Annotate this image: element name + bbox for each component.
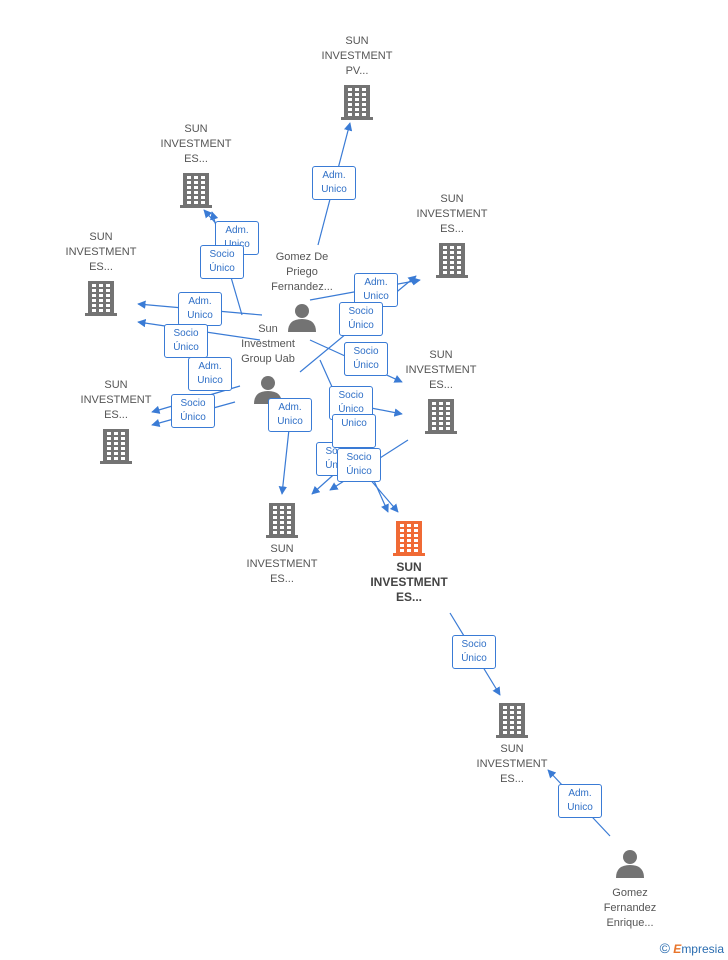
building-icon-es_main[interactable] [393,521,425,556]
node-label-es_b[interactable]: SUN INVESTMENT ES... [416,193,488,235]
edge-label-15[interactable]: Socio Único [452,635,496,669]
edge-label-14[interactable]: Socio Único [337,448,381,482]
edge-label-3[interactable]: Adm. Unico [178,292,222,326]
node-label-es_g[interactable]: SUN INVESTMENT ES... [476,743,548,785]
building-icon-es_g[interactable] [496,703,528,738]
node-label-gomez_p[interactable]: Gomez De Priego Fernandez... [271,251,333,293]
edge-label-0[interactable]: Adm. Unico [312,166,356,200]
node-label-es_e[interactable]: SUN INVESTMENT ES... [80,379,152,421]
edge-line-11 [278,419,291,495]
edge-label-13[interactable]: Unico [332,414,376,448]
edge-label-4[interactable]: Socio Único [164,324,208,358]
edge-label-6[interactable]: Socio Único [171,394,215,428]
node-label-gomez_f[interactable]: Gomez Fernandez Enrique... [603,887,657,929]
node-label-uab[interactable]: Sun Investment Group Uab [241,323,295,365]
building-icon-es_f[interactable] [266,503,298,538]
edge-label-17[interactable]: Adm. Unico [558,784,602,818]
empresia-watermark[interactable]: © Empresia [660,940,724,956]
node-label-es_main[interactable]: SUN INVESTMENT ES... [370,560,448,604]
brand-initial: E [673,942,682,956]
person-icon-gomez_p[interactable] [288,304,316,332]
building-icon-es_e[interactable] [100,429,132,464]
brand-rest: mpresia [681,942,724,956]
building-icon-es_c[interactable] [85,281,117,316]
node-label-es_c[interactable]: SUN INVESTMENT ES... [65,231,137,273]
node-label-es_a[interactable]: SUN INVESTMENT ES... [160,123,232,165]
node-label-es_f[interactable]: SUN INVESTMENT ES... [246,543,318,585]
building-icon-pv[interactable] [341,85,373,120]
edge-label-8[interactable]: Socio Único [339,302,383,336]
icons-layer [85,85,644,878]
edge-label-5[interactable]: Adm. Unico [188,357,232,391]
building-icon-es_d[interactable] [425,399,457,434]
node-label-pv[interactable]: SUN INVESTMENT PV... [321,35,393,77]
building-icon-es_a[interactable] [180,173,212,208]
edge-label-16[interactable]: Socio Único [344,342,388,376]
person-icon-gomez_f[interactable] [616,850,644,878]
edge-label-2[interactable]: Socio Único [200,245,244,279]
edge-label-11[interactable]: Adm. Unico [268,398,312,432]
node-label-es_d[interactable]: SUN INVESTMENT ES... [405,349,477,391]
building-icon-es_b[interactable] [436,243,468,278]
copyright-symbol: © [659,940,670,956]
